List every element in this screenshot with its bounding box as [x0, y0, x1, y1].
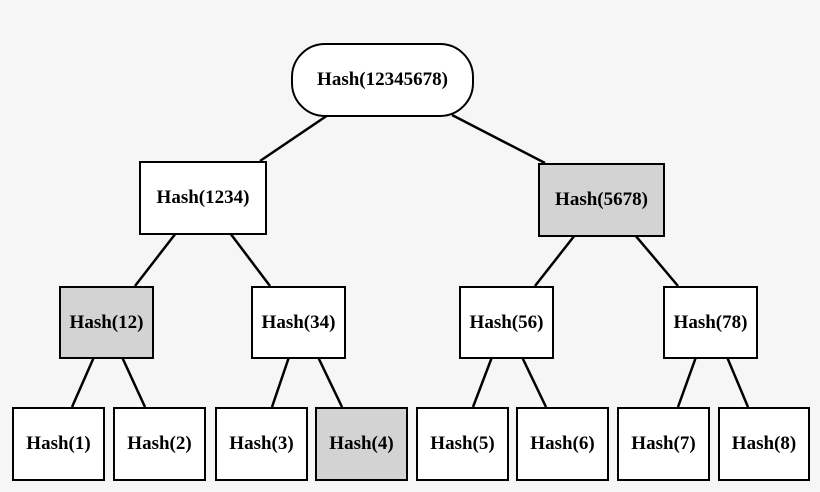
edge-h5678-h78 — [634, 234, 679, 287]
leaf-hash-7: Hash(7) — [617, 407, 710, 481]
edge-h78-h8 — [725, 356, 750, 408]
node-hash-34: Hash(34) — [251, 286, 346, 359]
edge-root-h1234 — [259, 113, 329, 163]
node-hash-12: Hash(12) — [59, 286, 154, 359]
node-root-hash: Hash(12345678) — [291, 43, 474, 117]
edge-h78-h7 — [676, 356, 698, 408]
edge-h12-h2 — [120, 356, 147, 408]
edge-h56-h6 — [520, 356, 548, 408]
leaf-hash-6: Hash(6) — [516, 407, 609, 481]
node-hash-5678: Hash(5678) — [538, 163, 665, 237]
edge-h12-h1 — [70, 356, 96, 408]
edge-h34-h3 — [270, 356, 291, 408]
node-hash-56: Hash(56) — [459, 286, 554, 359]
edge-h34-h4 — [316, 356, 344, 408]
leaf-hash-2: Hash(2) — [113, 407, 206, 481]
edge-h5678-h56 — [534, 234, 576, 287]
leaf-hash-1: Hash(1) — [12, 407, 105, 481]
leaf-hash-5: Hash(5) — [416, 407, 509, 481]
leaf-hash-3: Hash(3) — [215, 407, 308, 481]
node-hash-78: Hash(78) — [663, 286, 758, 359]
leaf-hash-4: Hash(4) — [315, 407, 408, 481]
edge-root-h5678 — [451, 113, 546, 165]
edge-h1234-h12 — [134, 232, 177, 287]
edge-h56-h5 — [471, 356, 494, 408]
node-hash-1234: Hash(1234) — [139, 161, 267, 235]
leaf-hash-8: Hash(8) — [718, 407, 810, 481]
edge-h1234-h34 — [229, 232, 271, 287]
